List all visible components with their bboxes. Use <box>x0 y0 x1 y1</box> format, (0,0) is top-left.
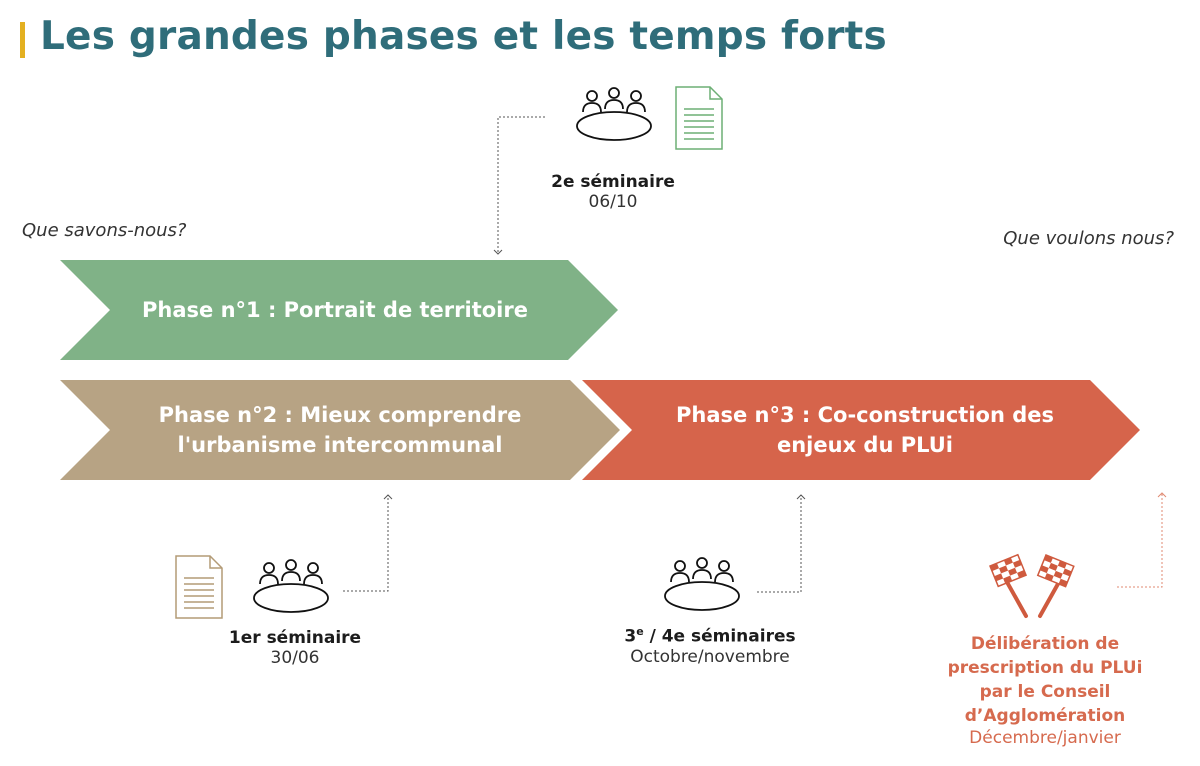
seminar1-label: 1er séminaire 30/06 <box>200 628 390 668</box>
connector-seminar1 <box>343 494 393 592</box>
seminar34-label: 3e / 4e séminaires Octobre/novembre <box>590 625 830 667</box>
seminar2-date: 06/10 <box>588 192 638 212</box>
phase2-chevron <box>60 380 620 480</box>
document-icon <box>175 555 223 619</box>
seminar34-name-part1: 3 <box>624 626 637 647</box>
phase3-chevron <box>582 380 1140 480</box>
meeting-table-icon <box>576 87 652 141</box>
deliberation-line3: par le Conseil <box>979 682 1111 702</box>
phase1-label: Phase n°1 : Portrait de territoire <box>100 260 570 360</box>
deliberation-line4: d’Agglomération <box>964 706 1126 726</box>
page-title: Les grandes phases et les temps forts <box>40 14 887 59</box>
checkered-flags-icon <box>989 553 1075 618</box>
seminar1-name: 1er séminaire <box>228 628 362 648</box>
phase3-line2: enjeux du PLUi <box>776 433 953 457</box>
phase2-label: Phase n°2 : Mieux comprendre l'urbanisme… <box>100 380 580 480</box>
seminar34-name: 3e / 4e séminaires <box>590 625 830 647</box>
deliberation-line2: prescription du PLUi <box>947 658 1143 678</box>
title-accent-bar <box>20 22 25 58</box>
seminar34-name-part2: / 4e séminaires <box>643 626 796 647</box>
phase3-label: Phase n°3 : Co-construction des enjeux d… <box>620 380 1110 480</box>
document-icon <box>675 86 723 150</box>
phase2-line2: l'urbanisme intercommunal <box>177 433 503 457</box>
meeting-table-icon <box>664 557 740 611</box>
deliberation-label: Délibération de prescription du PLUi par… <box>920 632 1170 748</box>
seminar34-name-sup: e <box>636 625 644 638</box>
deliberation-date: Décembre/janvier <box>969 728 1121 748</box>
phase1-chevron <box>60 260 618 360</box>
phase1-line1: Phase n°1 : Portrait de territoire <box>142 298 528 322</box>
deliberation-line1: Délibération de <box>970 634 1120 654</box>
meeting-table-icon <box>253 559 329 613</box>
seminar2-label: 2e séminaire 06/10 <box>528 172 698 212</box>
connector-deliberation <box>1117 492 1167 588</box>
phase3-line1: Phase n°3 : Co-construction des <box>675 403 1055 427</box>
connector-seminar34 <box>757 494 806 593</box>
question-right: Que voulons nous? <box>1003 228 1174 249</box>
seminar2-name: 2e séminaire <box>551 172 675 192</box>
phase2-line1: Phase n°2 : Mieux comprendre <box>158 403 522 427</box>
question-left: Que savons-nous? <box>22 220 187 241</box>
seminar1-date: 30/06 <box>270 648 320 668</box>
seminar34-date: Octobre/novembre <box>630 646 790 667</box>
